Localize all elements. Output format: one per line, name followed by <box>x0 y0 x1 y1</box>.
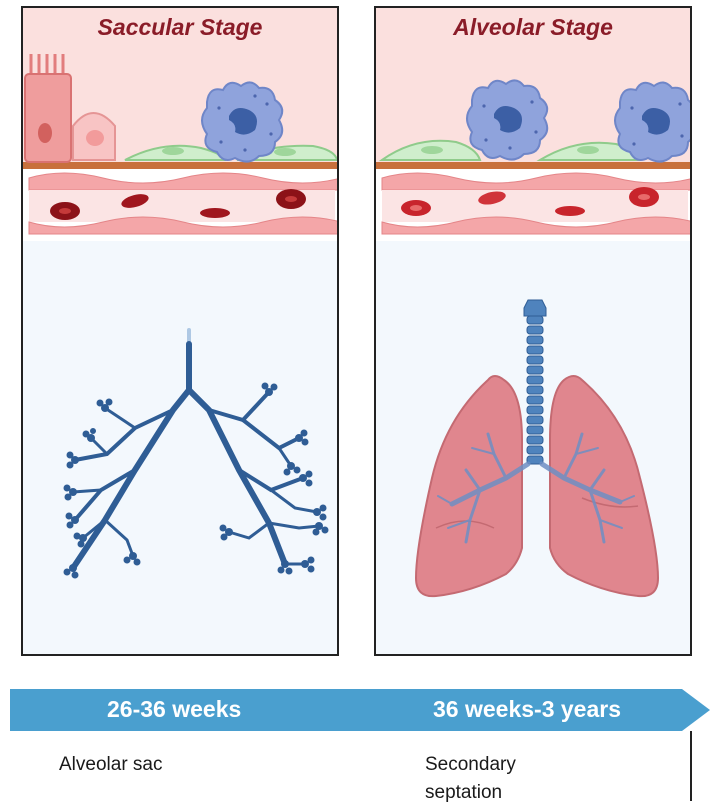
alveolar-illustration <box>376 8 692 656</box>
saccular-stage-panel: Saccular Stage <box>21 6 339 656</box>
saccular-stage-title: Saccular Stage <box>23 14 337 41</box>
alveolar-stage-panel: Alveolar Stage <box>374 6 692 656</box>
macrophage-icon <box>202 82 282 161</box>
columnar-cell-icon <box>25 54 71 162</box>
timeline-label-alveolar: 36 weeks-3 years <box>433 696 621 723</box>
cuboidal-cell-icon <box>73 113 115 160</box>
alveolar-stage-title: Alveolar Stage <box>376 14 690 41</box>
alveolar-sac-clusters <box>64 383 329 579</box>
timeline-label-saccular: 26-36 weeks <box>107 696 241 723</box>
caption-alveolar-sac: Alveolar sac <box>59 751 163 779</box>
timeline-divider <box>690 731 692 801</box>
caption-secondary-septation: Secondary septation <box>425 751 595 807</box>
bronchial-tree-icon <box>73 330 319 568</box>
macrophage-icon <box>467 80 547 159</box>
trachea-icon <box>524 300 546 464</box>
timeline-arrow: 26-36 weeks 36 weeks-3 years <box>10 689 710 731</box>
macrophage-icon <box>615 82 692 161</box>
saccular-illustration <box>23 8 339 656</box>
